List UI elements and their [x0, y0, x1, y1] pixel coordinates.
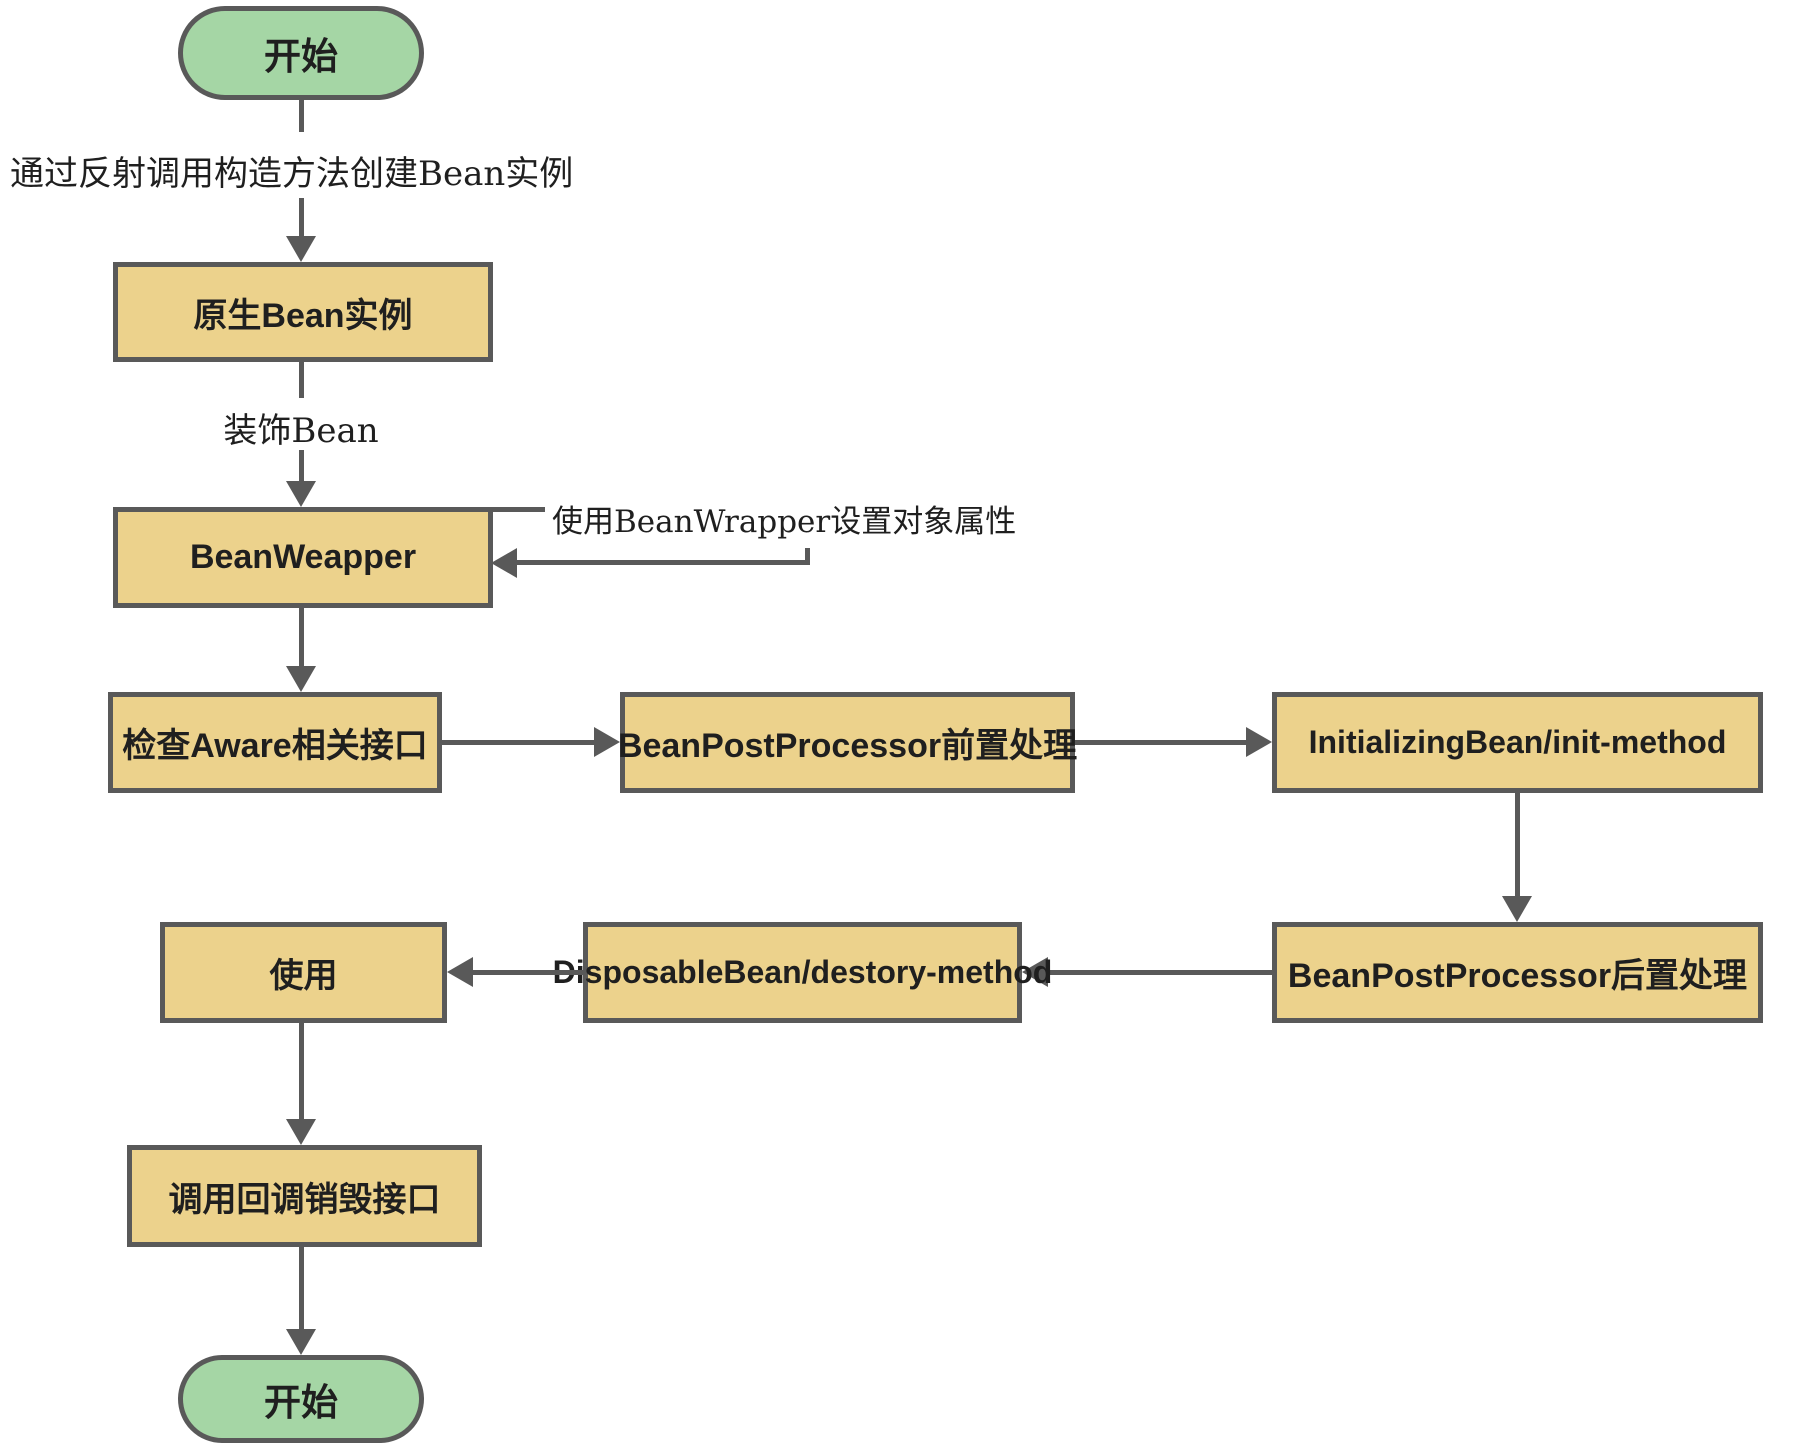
raw-bean-node: 原生Bean实例: [113, 262, 493, 362]
post-after-node: BeanPostProcessor后置处理: [1272, 922, 1763, 1023]
post-before-node: BeanPostProcessor前置处理: [618, 692, 1077, 793]
edge-init-after-line: [1515, 793, 1520, 896]
wrapper-note-line: [517, 560, 810, 565]
end-node: 开始: [178, 1355, 424, 1443]
wrapper-note-tick: [493, 507, 545, 512]
edge-before-init-line: [1075, 740, 1246, 745]
wrapper-note-label: 使用BeanWrapper设置对象属性: [552, 504, 1017, 540]
wrapper-note-riser: [805, 548, 810, 565]
edge-dispose-use-line: [473, 970, 583, 975]
edge-aware-before-line: [442, 740, 594, 745]
edge-create-label: 通过反射调用构造方法创建Bean实例: [10, 154, 574, 194]
edge-use-destroy-line: [299, 1023, 304, 1119]
init-method-node: InitializingBean/init-method: [1272, 692, 1763, 793]
edge-before-init-arrowhead: [1246, 727, 1272, 757]
edge-dispose-use-arrowhead: [447, 957, 473, 987]
edge-create-stub: [299, 100, 304, 132]
edge-after-dispose-arrowhead: [1022, 957, 1048, 987]
destroy-callback-node: 调用回调销毁接口: [127, 1145, 482, 1247]
edge-decorate-arrowhead: [286, 481, 316, 507]
start-node: 开始: [178, 6, 424, 100]
edge-decorate-label: 装饰Bean: [223, 411, 379, 451]
check-aware-node: 检查Aware相关接口: [108, 692, 442, 793]
edge-aware-before-arrowhead: [594, 727, 620, 757]
edge-create-arrowhead: [286, 236, 316, 262]
edge-destroy-end-arrowhead: [286, 1329, 316, 1355]
edge-decorate-line: [299, 450, 304, 484]
use-node: 使用: [160, 922, 447, 1023]
edge-wrapper-aware-line: [299, 608, 304, 668]
edge-after-dispose-line: [1048, 970, 1272, 975]
bean-wrapper-node: BeanWeapper: [113, 507, 493, 608]
edge-create-line: [299, 198, 304, 240]
edge-destroy-end-line: [299, 1247, 304, 1329]
edge-wrapper-aware-arrowhead: [286, 666, 316, 692]
edge-decorate-stub: [299, 362, 304, 398]
edge-init-after-arrowhead: [1502, 896, 1532, 922]
edge-use-destroy-arrowhead: [286, 1119, 316, 1145]
dispose-node: DisposableBean/destory-method: [553, 922, 1052, 1023]
wrapper-note-arrowhead: [491, 548, 517, 578]
